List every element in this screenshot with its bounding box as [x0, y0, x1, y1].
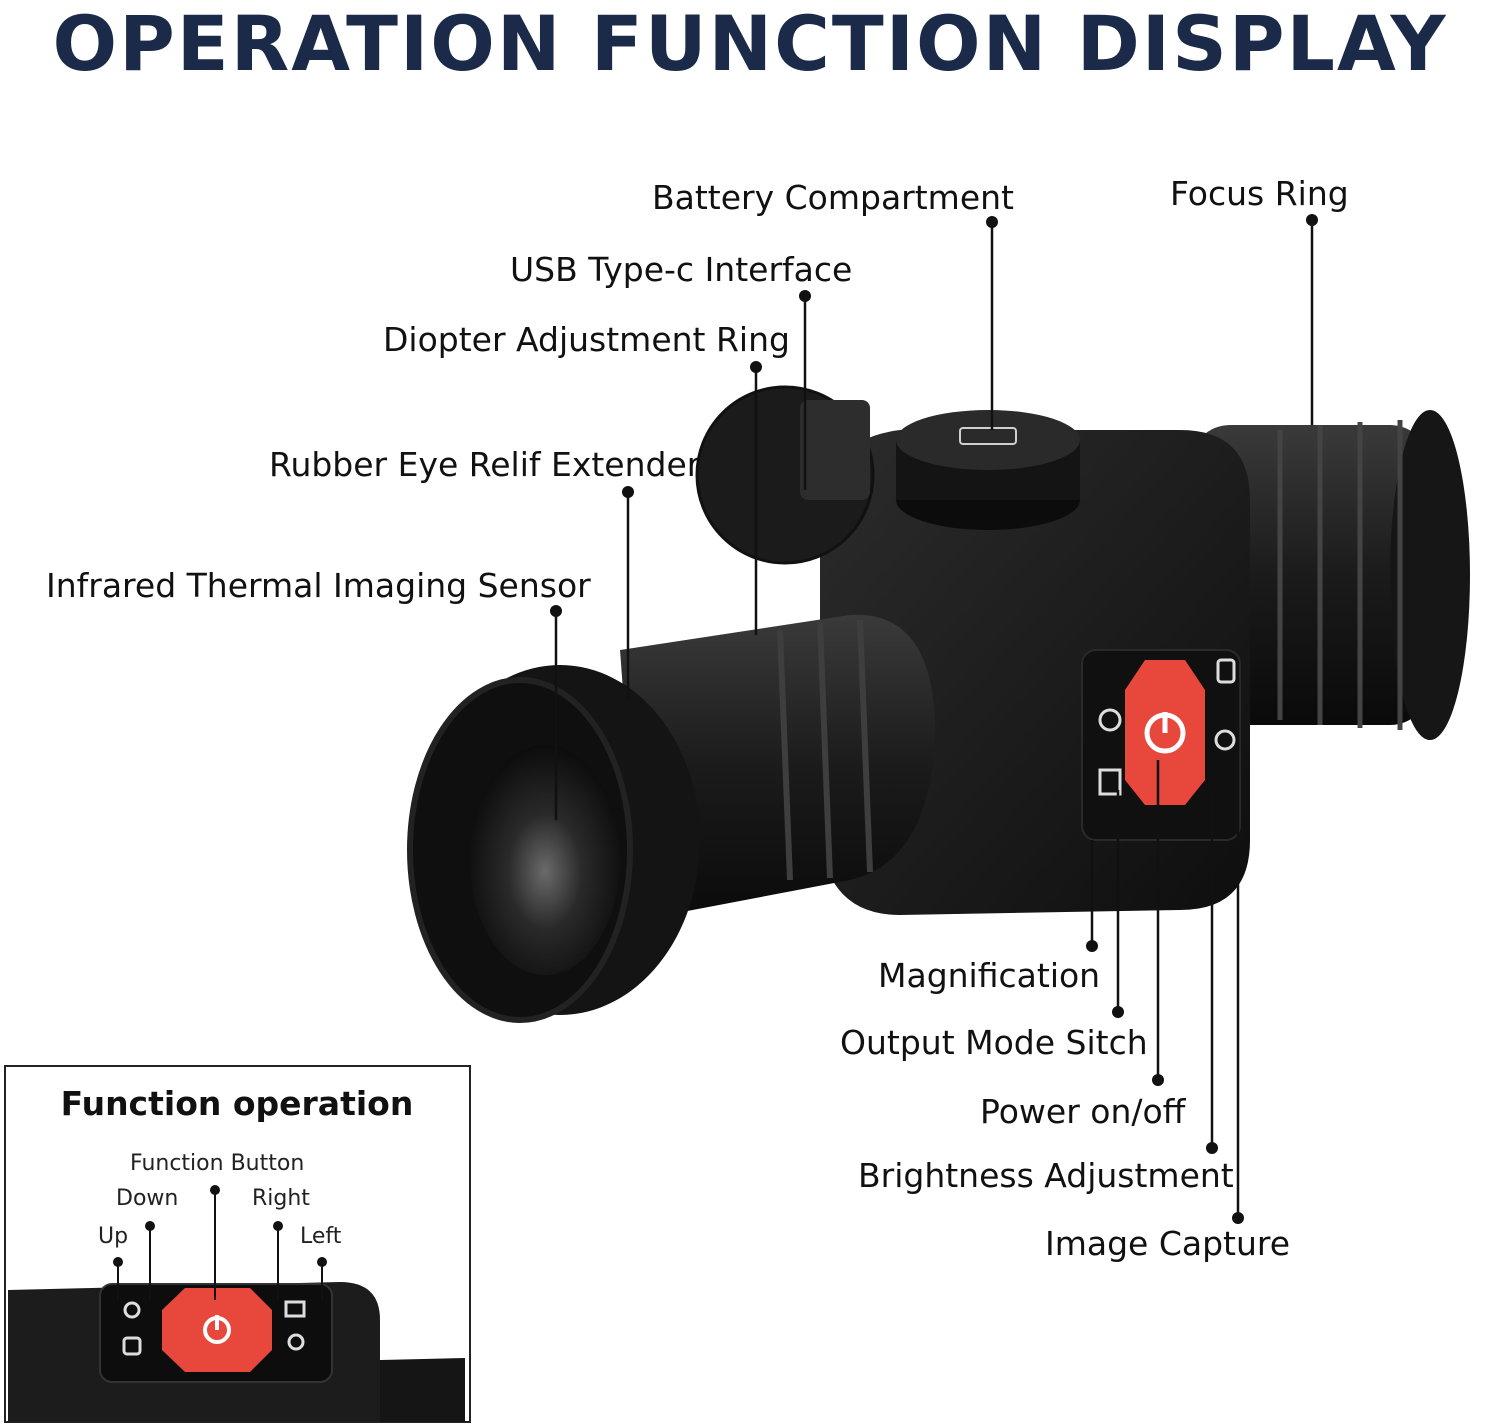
- rubber-eyecup: [407, 665, 700, 1023]
- inset-label-up: Up: [98, 1224, 129, 1249]
- button-panel: [1081, 649, 1241, 841]
- inset-label-left: Left: [300, 1224, 342, 1249]
- label-image-capture: Image Capture: [1045, 1224, 1291, 1263]
- label-usb-interface: USB Type-c Interface: [510, 250, 853, 289]
- label-eye-relief: Rubber Eye Relif Extender: [269, 445, 701, 484]
- label-magnification: Magnification: [878, 956, 1101, 995]
- label-diopter-ring: Diopter Adjustment Ring: [383, 320, 790, 359]
- inset-title: Function operation: [60, 1084, 414, 1123]
- usb-port-detail: [695, 385, 875, 565]
- label-thermal-sensor: Infrared Thermal Imaging Sensor: [46, 566, 591, 605]
- battery-cap: [896, 410, 1080, 530]
- inset-label-function-button: Function Button: [130, 1151, 305, 1176]
- function-inset: [4, 1065, 471, 1423]
- label-power: Power on/off: [980, 1092, 1186, 1131]
- inset-label-right: Right: [252, 1186, 310, 1211]
- label-brightness: Brightness Adjustment: [858, 1156, 1234, 1195]
- label-focus-ring: Focus Ring: [1170, 174, 1349, 213]
- label-battery-compartment: Battery Compartment: [652, 178, 1014, 217]
- label-output-mode: Output Mode Sitch: [840, 1023, 1148, 1062]
- leader-lines: [554, 220, 1314, 1218]
- page-title: OPERATION FUNCTION DISPLAY: [52, 0, 1448, 88]
- leader-dots: [550, 214, 1318, 1224]
- inset-label-down: Down: [116, 1186, 179, 1211]
